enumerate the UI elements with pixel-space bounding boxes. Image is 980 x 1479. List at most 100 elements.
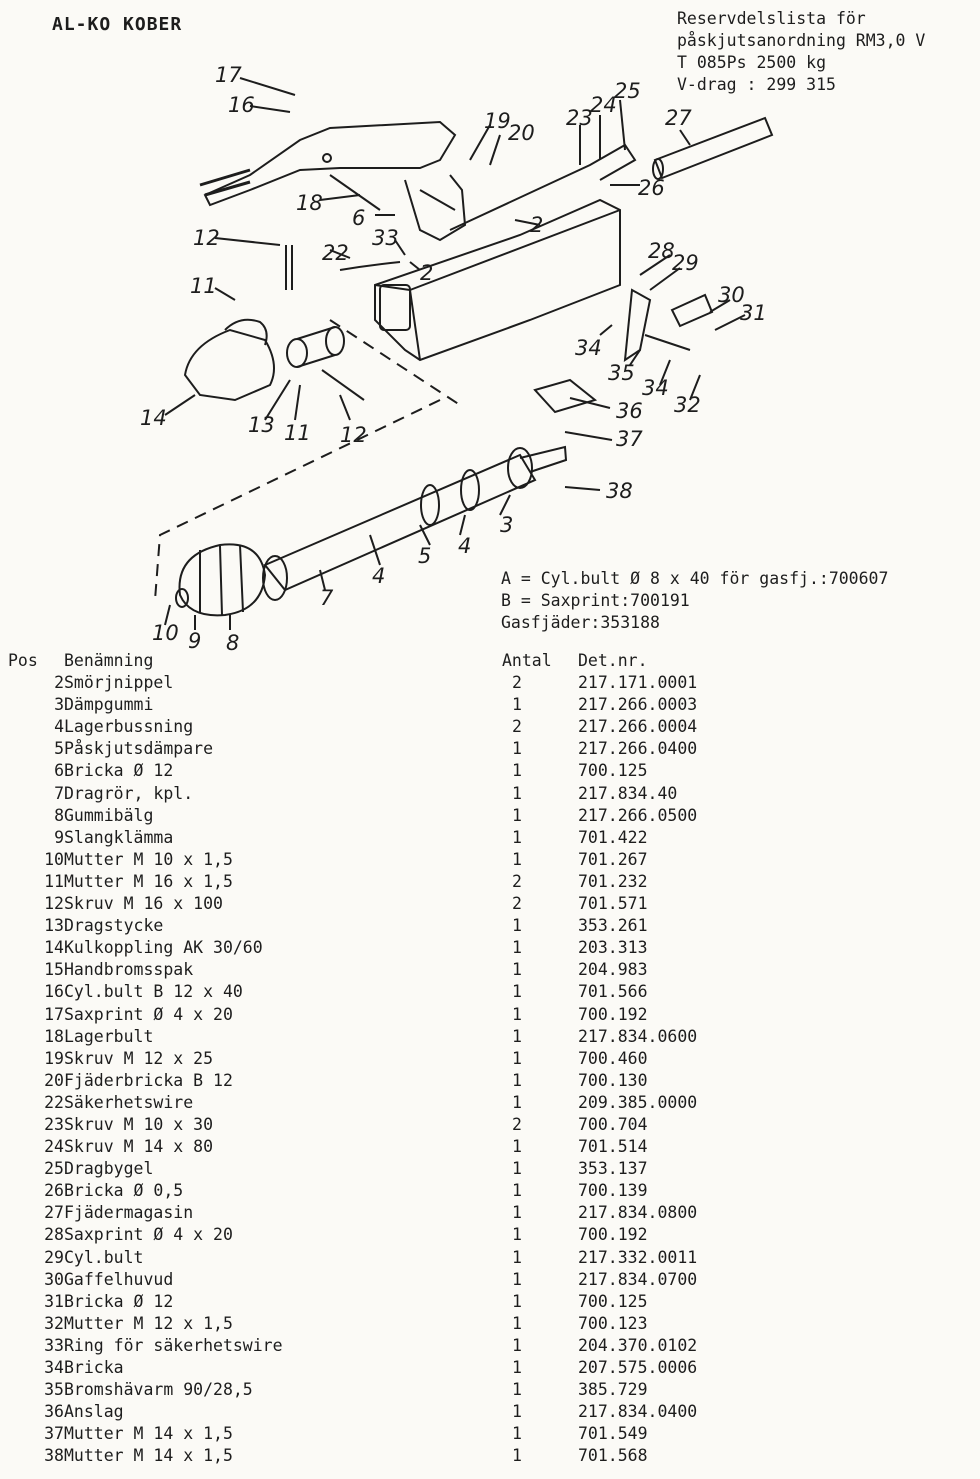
cell-pos: 30 <box>8 1269 64 1291</box>
diagram-label: 23 <box>566 106 593 130</box>
cell-pos: 32 <box>8 1313 64 1335</box>
brand-title: AL-KO KOBER <box>52 14 183 35</box>
cell-name: Mutter M 16 x 1,5 <box>64 871 233 891</box>
qty-value: 1 <box>512 761 522 781</box>
pos-value: 34 <box>44 1358 64 1377</box>
qty-value: 2 <box>512 894 522 914</box>
qty-value: 2 <box>512 717 522 737</box>
pos-value: 17 <box>44 1004 64 1024</box>
diagram-label: 17 <box>215 63 242 87</box>
exploded-parts-diagram: 17 16 19 20 23 24 25 27 18 6 33 2 26 12 … <box>140 63 774 655</box>
pos-value: 32 <box>44 1313 64 1333</box>
pos-value: 10 <box>44 849 64 869</box>
qty-value: 1 <box>512 1402 522 1422</box>
cell-det: 385.729 <box>578 1380 648 1400</box>
cell-name: Gummibälg <box>64 805 154 825</box>
cell-pos: 9 <box>8 827 64 849</box>
cell-qty: 1 <box>502 783 578 805</box>
cell-name: Slangklämma <box>64 827 174 847</box>
cell-qty: 1 <box>502 1070 578 1092</box>
cell-qty: 1 <box>502 827 578 849</box>
diagram-label: 4 <box>372 564 385 588</box>
diagram-label: 4 <box>458 534 471 558</box>
cell-det: 217.834.40 <box>578 783 678 803</box>
qty-value: 1 <box>512 938 522 958</box>
diagram-label: 2 <box>530 213 543 237</box>
cell-name: Påskjutsdämpare <box>64 739 214 759</box>
pos-value: 20 <box>44 1070 64 1090</box>
qty-value: 1 <box>512 849 522 869</box>
cell-det: 204.370.0102 <box>578 1335 698 1355</box>
pos-value: 13 <box>44 916 64 936</box>
cell-qty: 1 <box>502 1092 578 1114</box>
cell-qty: 1 <box>502 1202 578 1224</box>
pos-value: 36 <box>44 1402 64 1422</box>
diagram-label: 29 <box>672 251 699 275</box>
qty-value: 1 <box>512 1269 522 1289</box>
cell-pos: 26 <box>8 1180 64 1202</box>
cell-det: 701.267 <box>578 849 648 869</box>
document-header: Reservdelslista för påskjutsanordning RM… <box>677 8 925 96</box>
qty-value: 1 <box>512 1335 522 1355</box>
header-qty-label: Antal <box>502 651 552 670</box>
cell-name: Mutter M 14 x 1,5 <box>64 1446 233 1466</box>
cell-det: 700.125 <box>578 761 648 781</box>
qty-value: 1 <box>512 783 522 803</box>
cell-pos: 11 <box>8 871 64 893</box>
cell-pos: 10 <box>8 849 64 871</box>
diagram-label: 8 <box>226 631 239 655</box>
cell-det: 209.385.0000 <box>578 1092 698 1112</box>
cell-pos: 8 <box>8 805 64 827</box>
diagram-label: 30 <box>718 283 745 307</box>
cell-qty: 2 <box>502 893 578 915</box>
diagram-label: 32 <box>674 393 701 417</box>
callout-notes: A = Cyl.bult Ø 8 x 40 för gasfj.:700607 … <box>501 568 888 634</box>
cell-det: 217.332.0011 <box>578 1247 698 1267</box>
cell-name: Lagerbult <box>64 1026 154 1046</box>
table-header-row: Pos Benämning Antal Det.nr. <box>8 650 778 672</box>
cell-qty: 1 <box>502 1291 578 1313</box>
pos-value: 8 <box>54 805 64 825</box>
qty-value: 1 <box>512 1137 522 1157</box>
cell-name: Skruv M 10 x 30 <box>64 1114 214 1134</box>
pos-value: 2 <box>54 673 64 693</box>
diagram-label: 27 <box>665 106 692 130</box>
cell-name: Cyl.bult B 12 x 40 <box>64 982 243 1002</box>
pos-value: 33 <box>44 1335 64 1355</box>
diagram-label: 18 <box>296 191 323 215</box>
callout-line: Gasfjäder:353188 <box>501 613 660 632</box>
cell-pos: 19 <box>8 1048 64 1070</box>
cell-qty: 1 <box>502 1136 578 1158</box>
cell-name: Mutter M 14 x 1,5 <box>64 1424 233 1444</box>
pos-value: 12 <box>44 894 64 914</box>
cell-pos: 35 <box>8 1379 64 1401</box>
cell-qty: 1 <box>502 1313 578 1335</box>
qty-value: 1 <box>512 1247 522 1267</box>
pos-value: 11 <box>44 871 64 891</box>
cell-qty: 1 <box>502 694 578 716</box>
qty-value: 1 <box>512 805 522 825</box>
cell-pos: 17 <box>8 1004 64 1026</box>
pos-value: 29 <box>44 1247 64 1267</box>
qty-value: 1 <box>512 1092 522 1112</box>
cell-name: Mutter M 12 x 1,5 <box>64 1313 233 1333</box>
qty-value: 1 <box>512 1358 522 1377</box>
cell-pos: 2 <box>8 672 64 694</box>
header-name: Benämning <box>64 651 154 670</box>
cell-name: Ring för säkerhetswire <box>64 1335 283 1355</box>
